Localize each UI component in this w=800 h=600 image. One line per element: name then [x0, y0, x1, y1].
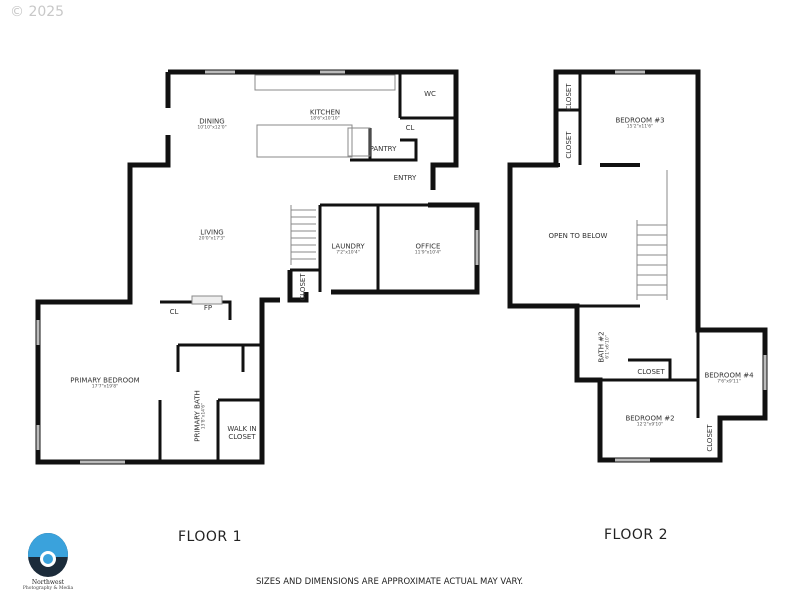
- camera-mountain-icon: [28, 533, 68, 577]
- room-cl-entry: CL: [405, 123, 415, 132]
- company-logo: Northwest Photography & Media: [22, 533, 74, 591]
- room-closet-b: CLOSET: [564, 131, 573, 159]
- copyright-notice: © 2025: [10, 4, 65, 20]
- room-fp: FP: [203, 303, 213, 312]
- room-closet-floor1: CLOSET: [298, 273, 307, 301]
- floor-1-label: FLOOR 1: [178, 529, 242, 545]
- room-open-to-below: OPEN TO BELOW: [548, 231, 608, 240]
- room-cl-primary: CL: [169, 307, 179, 316]
- floor2-outline: [507, 69, 768, 463]
- room-entry: ENTRY: [393, 173, 417, 182]
- room-pantry: PANTRY: [369, 144, 397, 153]
- room-walk-in-closet: WALK IN CLOSET: [227, 424, 257, 441]
- room-closet-a: CLOSET: [564, 83, 573, 111]
- room-closet-hall: CLOSET: [637, 367, 665, 376]
- room-wc: WC: [424, 89, 436, 98]
- disclaimer: SIZES AND DIMENSIONS ARE APPROXIMATE ACT…: [256, 577, 524, 587]
- room-closet-b2: CLOSET: [705, 424, 714, 452]
- floor-2-label: FLOOR 2: [604, 527, 668, 543]
